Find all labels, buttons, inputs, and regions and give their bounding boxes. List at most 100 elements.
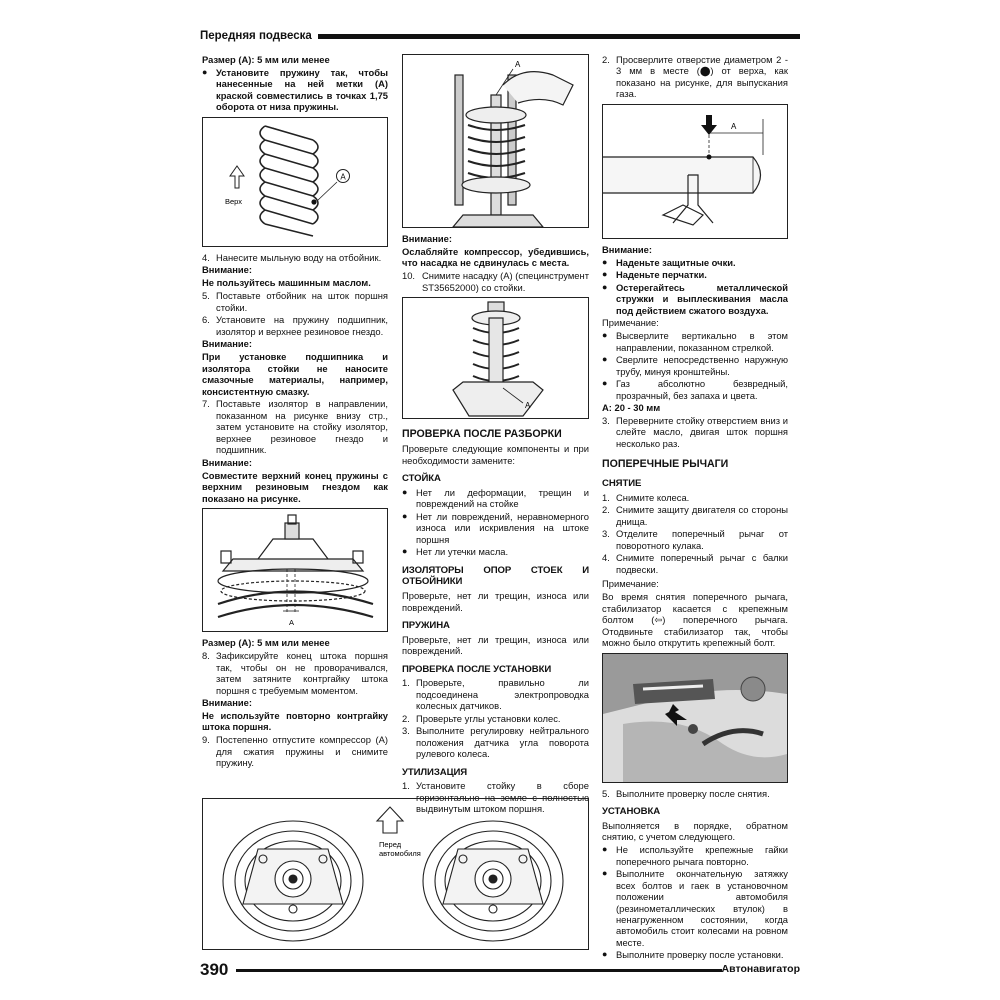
fig1-label-a: A [340,172,346,181]
subsection-heading: ПРУЖИНА [402,620,450,632]
list-text: Снимите поперечный рычаг с балки подвеск… [616,552,788,575]
spring-illustration: A Верх [225,125,350,237]
spring-compressor-illustration: A [451,60,574,228]
lower-arm-photo [602,652,788,783]
fig5-label-a: A [731,122,737,131]
warning-title: Внимание: [602,243,652,255]
list-text: Снимите колеса. [616,491,690,503]
section-heading: ПОПЕРЕЧНЫЕ РЫЧАГИ [602,458,729,471]
warning-title: Внимание: [202,338,252,350]
fig3-label-a: A [515,60,521,69]
list-item: Наденьте защитные очки. [602,257,788,268]
step-7-number: 7. [202,398,210,410]
note-title: Примечание: [602,317,659,329]
drill-illustration: A [603,114,764,226]
warning-text: Не используйте повторно контргайку штока… [202,710,388,733]
list-item: Высверлите вертикально в этом направлени… [602,330,788,353]
step-3-number: 3. [602,414,610,426]
size-a-note: Размер (А): 5 мм или менее [202,637,330,649]
list-item: Нет ли деформации, трещин и повреждений … [402,487,589,510]
note-text: Во время снятия поперечного рычага, стаб… [602,591,788,649]
section-heading: ПРОВЕРКА ПОСЛЕ РАЗБОРКИ [402,428,562,441]
drill-location-figure: A [602,103,788,239]
list-text: Выполните регулировку нейтрального полож… [416,725,589,760]
footer-rule [234,969,722,972]
step-9-text: Постепенно отпустите компрессор (А) для … [216,734,388,769]
step-4-number: 4. [202,251,210,263]
bullet-spring: Установите пружину так, чтобы нанесенные… [202,67,388,113]
step-2-number: 2. [602,54,610,65]
list-number: 2. [602,504,610,516]
subsection-heading: УСТАНОВКА [602,806,661,818]
page-title: Передняя подвеска [200,29,318,44]
lower-arm-illustration [603,653,787,782]
list-item: Выполните проверку после установки. [602,949,788,960]
publisher-brand: Автонавигатор [721,963,800,975]
list-item: Не используйте крепежные гайки поперечно… [602,844,788,867]
step-5-text: Поставьте отбойник на шток поршня стойки… [216,290,388,313]
step-5-number: 5. [202,290,210,302]
column-1: Размер (А): 5 мм или менее Установите пр… [202,54,388,770]
warning-text: При установке подшипника и изолятора сто… [202,351,388,397]
list-item: Нет ли повреждений, неравномерного износ… [402,511,589,545]
list-item: Нет ли утечки масла. [402,546,589,557]
step-5-text: Выполните проверку после снятия. [616,787,770,799]
step-2-text: Просверлите отверстие диаметром 2 - 3 мм… [616,54,788,100]
warning-title: Внимание: [202,264,252,276]
subsection-heading: СТОЙКА [402,473,441,485]
insulators-text: Проверьте, нет ли трещин, износа или пов… [402,590,589,613]
dimension-a-value: А: 20 - 30 мм [602,401,661,413]
list-text: Отделите поперечный рычаг от поворотного… [616,528,788,551]
subsection-heading: ИЗОЛЯТОРЫ ОПОР СТОЕК И ОТБОЙНИКИ [402,564,589,588]
page-header: Передняя подвеска [200,28,800,44]
list-item: Сверлите непосредственно наружную трубу,… [602,354,788,377]
list-item: Газ абсолютно безвредный, прозрачный, бе… [602,378,788,401]
list-text: Проверьте углы установки колес. [416,712,561,724]
note-title: Примечание: [602,578,659,590]
warning-title: Внимание: [202,456,252,468]
list-number: 1. [402,780,410,792]
compressor-figure: A [402,54,589,228]
list-number: 1. [402,677,410,689]
list-text: Установите стойку в сборе горизонтально … [416,780,589,815]
subsection-heading: УТИЛИЗАЦИЯ [402,766,468,778]
list-number: 3. [602,528,610,540]
attachment-removal-figure: A [402,297,589,420]
step-10-number: 10. [402,270,416,282]
warning-title: Внимание: [202,697,252,709]
seat-alignment-figure: A [202,508,388,633]
step-4-text: Нанесите мыльную воду на отбойник. [216,251,382,263]
list-number: 1. [602,491,610,503]
step-3-text: Переверните стойку отверстием вниз и сле… [616,414,788,449]
fig1-label-up: Верх [225,197,242,206]
list-number: 2. [402,712,410,724]
fig2-label-a: A [289,618,294,627]
check-intro: Проверьте следующие компоненты и при нео… [402,443,589,466]
strut-top-illustration: A [217,514,374,627]
list-item: Выполните окончательную затяжку всех бол… [602,868,788,948]
warning-title: Внимание: [402,233,452,244]
step-8-text: Зафиксируйте конец штока поршня так, что… [216,650,388,696]
step-7-text: Поставьте изолятор в направлении, показа… [216,398,388,456]
front-arrow-icon [375,806,405,834]
step-8-number: 8. [202,650,210,662]
size-a-note: Размер (А): 5 мм или менее [202,54,330,65]
page-number: 390 [200,960,237,981]
subsection-heading: ПРОВЕРКА ПОСЛЕ УСТАНОВКИ [402,663,552,675]
step-5-number: 5. [602,787,610,799]
column-3: 2. Просверлите отверстие диаметром 2 - 3 … [602,54,788,962]
strut-assembly-illustration: A [452,301,544,417]
page-footer: 390 Автонавигатор [200,960,800,981]
spring-text: Проверьте, нет ли трещин, износа или пов… [402,633,589,657]
warning-text: Ослабляйте компрессор, убедившись, что н… [402,245,589,269]
step-10-text: Снимите насадку (А) (специнструмент ST35… [422,270,589,293]
list-text: Проверьте, правильно ли подсоединена эле… [416,677,589,712]
column-2: A Внимание: Ослабляйте компрессор, убеди… [402,54,589,816]
subsection-heading: СНЯТИЕ [602,478,642,490]
list-text: Снимите защиту двигателя со стороны днищ… [616,504,788,527]
step-6-number: 6. [202,314,210,326]
list-number: 3. [402,725,410,737]
